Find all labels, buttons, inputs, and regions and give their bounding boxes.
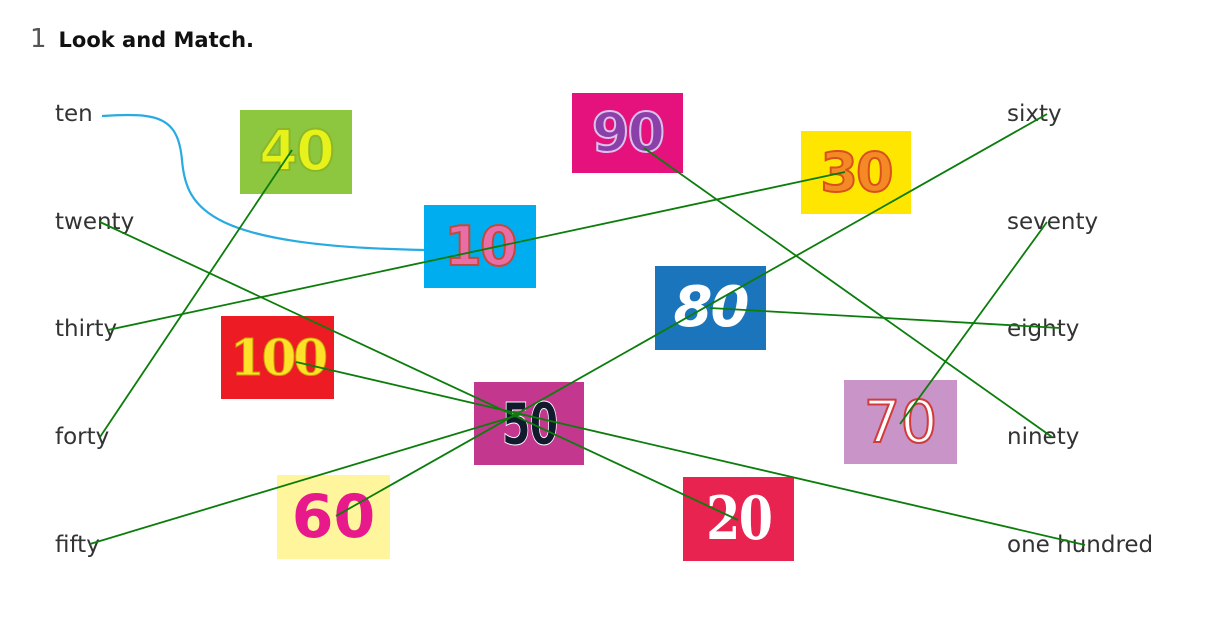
word-twenty[interactable]: twenty bbox=[55, 209, 135, 235]
number-card-90[interactable]: 90 bbox=[572, 93, 683, 173]
match-line-ten-10 bbox=[101, 113, 425, 252]
match-line-one-hundred-100 bbox=[295, 361, 1086, 546]
number-card-100[interactable]: 100 bbox=[221, 316, 334, 399]
number-card-60[interactable]: 60 bbox=[277, 475, 390, 559]
match-line-thirty-30 bbox=[107, 171, 846, 331]
exercise-title: Look and Match. bbox=[58, 28, 255, 52]
number-card-30[interactable]: 30 bbox=[801, 131, 911, 214]
number-card-20[interactable]: 20 bbox=[683, 477, 794, 561]
word-fifty[interactable]: fifty bbox=[55, 532, 100, 558]
word-sixty[interactable]: sixty bbox=[1007, 101, 1062, 127]
number-card-30-label: 30 bbox=[819, 140, 894, 204]
number-card-60-label: 60 bbox=[291, 482, 376, 552]
match-line-ninety-90 bbox=[643, 147, 1053, 438]
match-line-forty-40 bbox=[99, 149, 293, 438]
number-card-90-label: 90 bbox=[591, 101, 666, 164]
exercise-number: 1 bbox=[30, 24, 47, 54]
exercise-heading: 1 Look and Match. bbox=[30, 24, 254, 54]
word-seventy[interactable]: seventy bbox=[1007, 209, 1099, 235]
number-card-40[interactable]: 40 bbox=[240, 110, 352, 194]
number-card-100-label: 100 bbox=[229, 327, 328, 387]
word-thirty[interactable]: thirty bbox=[55, 316, 118, 342]
word-one-hundred[interactable]: one hundred bbox=[1007, 532, 1154, 558]
match-line-fifty-50 bbox=[89, 413, 523, 545]
number-card-10-label: 10 bbox=[443, 214, 518, 278]
match-line-sixty-60 bbox=[335, 113, 1048, 517]
number-card-40-label: 40 bbox=[258, 119, 336, 184]
number-card-10[interactable]: 10 bbox=[424, 205, 536, 288]
match-line-twenty-20 bbox=[99, 221, 739, 521]
word-eighty[interactable]: eighty bbox=[1007, 316, 1080, 342]
number-card-20-label: 20 bbox=[705, 484, 773, 554]
word-ninety[interactable]: ninety bbox=[1007, 424, 1080, 450]
word-ten[interactable]: ten bbox=[55, 101, 93, 127]
